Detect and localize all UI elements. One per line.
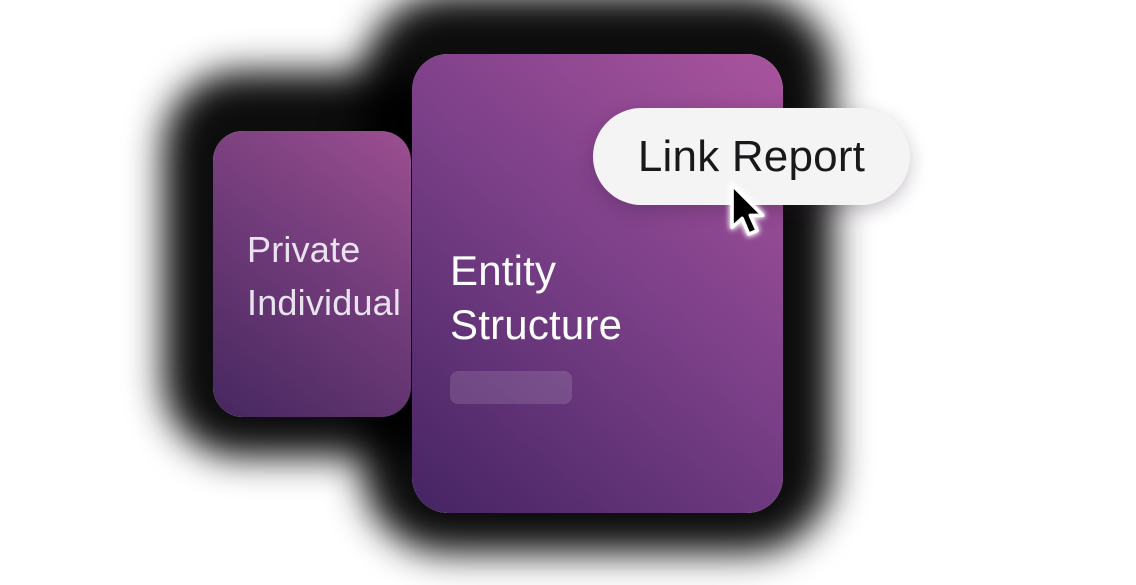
link-report-button[interactable]: Link Report [593,108,910,205]
card-title-line: Structure [450,301,623,348]
card-title-line: Entity [450,247,557,294]
card-title: Entity Structure [450,244,622,352]
card-private-individual[interactable]: Private Individual [213,131,411,417]
placeholder-bar [450,371,572,404]
link-report-label: Link Report [637,131,866,181]
card-title: Private Individual [247,223,401,329]
cursor-arrow-icon [730,182,765,236]
card-title-line: Private [247,229,361,270]
card-title-line: Individual [247,282,402,323]
